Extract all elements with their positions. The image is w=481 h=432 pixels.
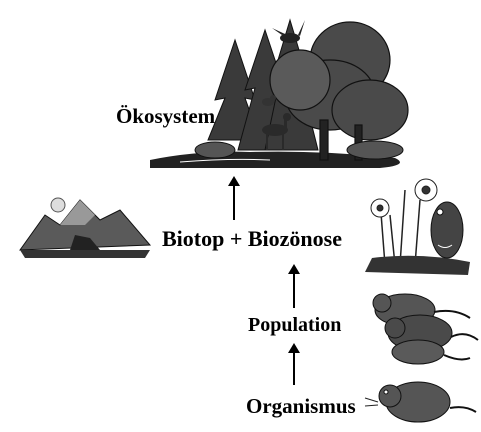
level-population: Population (248, 314, 341, 337)
level-biotop-biozoenose: Biotop + Biozönose (162, 226, 342, 252)
up-arrow-icon (287, 264, 301, 308)
up-arrow-icon (227, 176, 241, 220)
up-arrow-icon (287, 343, 301, 385)
level-organismus: Organismus (246, 394, 356, 419)
level-oekosystem: Ökosystem (116, 104, 215, 129)
